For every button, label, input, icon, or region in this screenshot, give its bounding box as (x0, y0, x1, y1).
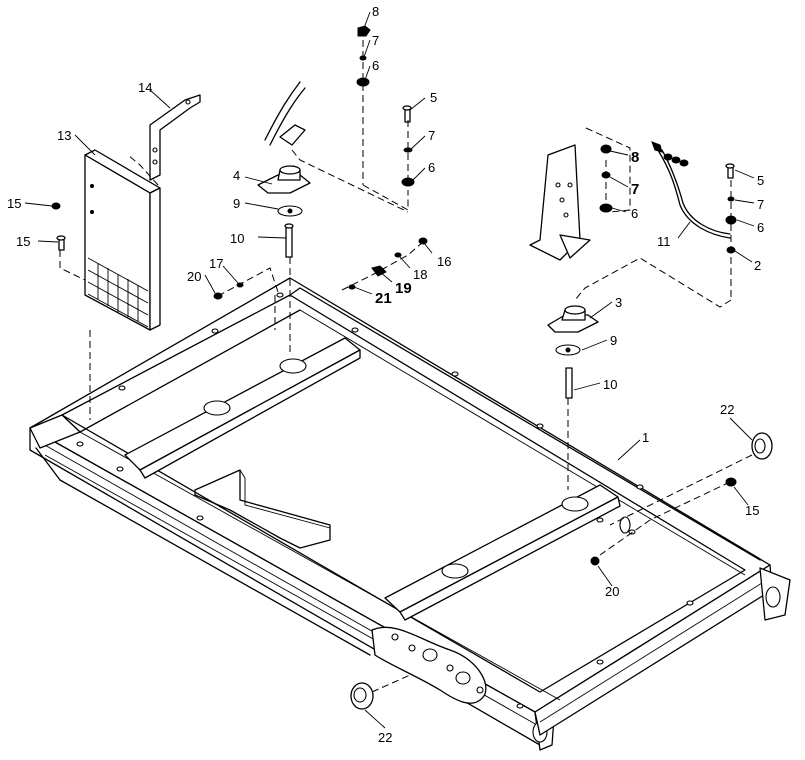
callout-9-right: 9 (610, 333, 617, 348)
callout-11: 11 (657, 234, 671, 249)
callout-7-right: 7 (757, 197, 764, 212)
callout-labels: 1 2 3 4 5 5 6 6 6 6 7 7 7 7 8 8 9 9 10 1… (7, 4, 764, 745)
callout-6-right: 6 (757, 220, 764, 235)
engine-mount-right (529, 144, 599, 399)
callout-7-left: 7 (428, 128, 435, 143)
callout-14: 14 (138, 80, 152, 95)
ground-cable (651, 141, 731, 239)
panel-grid (87, 257, 149, 328)
hardware-left-stack (356, 25, 415, 187)
callout-1: 1 (642, 430, 649, 445)
callout-6-left: 6 (428, 160, 435, 175)
callout-20-left: 20 (187, 269, 201, 284)
callout-19: 19 (395, 280, 412, 297)
frame-plug-bottom (350, 682, 374, 710)
engine-mount-left (257, 81, 311, 258)
callout-22-bottom: 22 (378, 730, 392, 745)
panel-mounting-bracket (149, 94, 201, 181)
callout-4: 4 (233, 168, 240, 183)
callout-7-top: 7 (372, 33, 379, 48)
callout-5-right: 5 (757, 173, 764, 188)
callout-7-mid: 7 (631, 181, 639, 198)
callout-8-top: 8 (372, 4, 379, 19)
callout-18: 18 (413, 267, 427, 282)
callout-13: 13 (57, 128, 71, 143)
callout-9-left: 9 (233, 196, 240, 211)
base-frame (29, 277, 791, 751)
callout-17: 17 (209, 256, 223, 271)
callout-22-right: 22 (720, 402, 734, 417)
callout-16: 16 (437, 254, 451, 269)
callout-20-right: 20 (605, 584, 619, 599)
callout-5-left: 5 (430, 90, 437, 105)
callout-8-mid: 8 (631, 149, 639, 166)
callout-15-right: 15 (745, 503, 759, 518)
callout-3: 3 (615, 295, 622, 310)
frame-plug-right (751, 432, 773, 460)
callout-2: 2 (754, 258, 761, 273)
control-panel-box (84, 149, 161, 331)
callout-10-left: 10 (230, 231, 244, 246)
callout-15-mid: 15 (16, 234, 30, 249)
callout-6-top: 6 (372, 58, 379, 73)
callout-15-top: 15 (7, 196, 21, 211)
callout-21: 21 (375, 290, 392, 307)
callout-10-right: 10 (603, 377, 617, 392)
leader-lines (24, 11, 755, 729)
assembly-lines (59, 40, 753, 693)
callout-6-mid: 6 (631, 206, 638, 221)
